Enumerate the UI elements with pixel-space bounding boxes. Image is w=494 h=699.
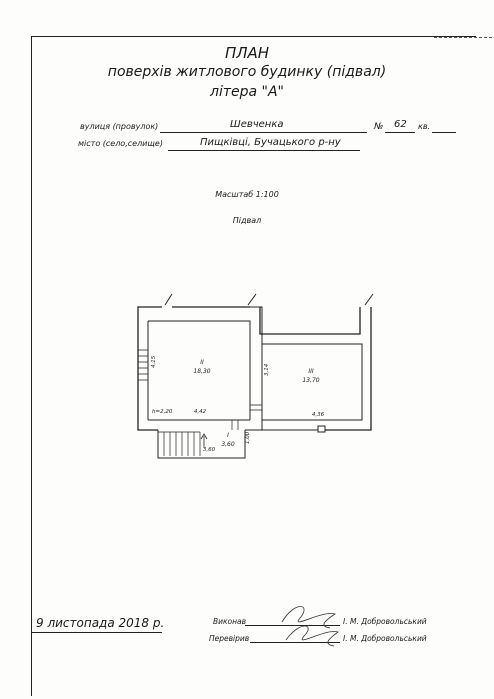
apartment-underline	[432, 132, 456, 133]
performed-label: Виконав	[213, 617, 247, 626]
checked-underline	[250, 642, 340, 643]
number-label: №	[374, 122, 384, 132]
performed-name: І. М. Добровольський	[343, 617, 427, 626]
dim-partition: 3,14	[264, 363, 270, 376]
document-date: 9 листопада 2018 р.	[36, 616, 165, 630]
city-value: Пищківці, Бучацького р-ну	[200, 137, 341, 148]
checked-label: Перевірив	[209, 634, 250, 643]
drawing-frame	[31, 36, 476, 696]
room-1-number: I	[227, 432, 229, 439]
page-subtitle: поверхів житлового будинку (підвал)	[107, 64, 387, 80]
number-underline	[385, 132, 415, 133]
page-title: ПЛАН	[224, 44, 270, 62]
street-label: вулиця (провулок)	[80, 122, 159, 131]
performed-signature	[281, 606, 336, 629]
room-2-number: II	[200, 359, 204, 366]
dim-bottom-right: 4,36	[312, 412, 325, 418]
floor-name: Підвал	[232, 216, 262, 225]
room-3-area: 13,70	[302, 377, 319, 384]
street-underline	[160, 132, 367, 133]
dim-stair-width: 1,00	[245, 431, 251, 444]
dim-left-height: 4,15	[151, 355, 157, 368]
city-label: місто (село,селище)	[78, 139, 163, 148]
room-2-area: 18,30	[193, 368, 210, 375]
number-value: 62	[394, 119, 407, 130]
frame-dash-line	[434, 37, 492, 38]
date-underline	[32, 632, 162, 633]
dim-bottom-left: 4,42	[194, 409, 207, 415]
performed-underline	[245, 625, 340, 626]
dim-height-note: h=2,20	[152, 409, 173, 415]
checked-name: І. М. Добровольський	[343, 634, 427, 643]
street-value: Шевченка	[230, 119, 284, 130]
city-underline	[168, 150, 360, 151]
scale-label: Масштаб 1:100	[215, 190, 279, 199]
room-1-area: 3,60	[221, 441, 235, 448]
checked-signature	[285, 625, 339, 647]
dim-stair-length: 3,60	[203, 447, 216, 453]
page-litera: літера "А"	[210, 84, 284, 100]
room-3-number: III	[308, 368, 314, 375]
apartment-label: кв.	[418, 122, 431, 131]
